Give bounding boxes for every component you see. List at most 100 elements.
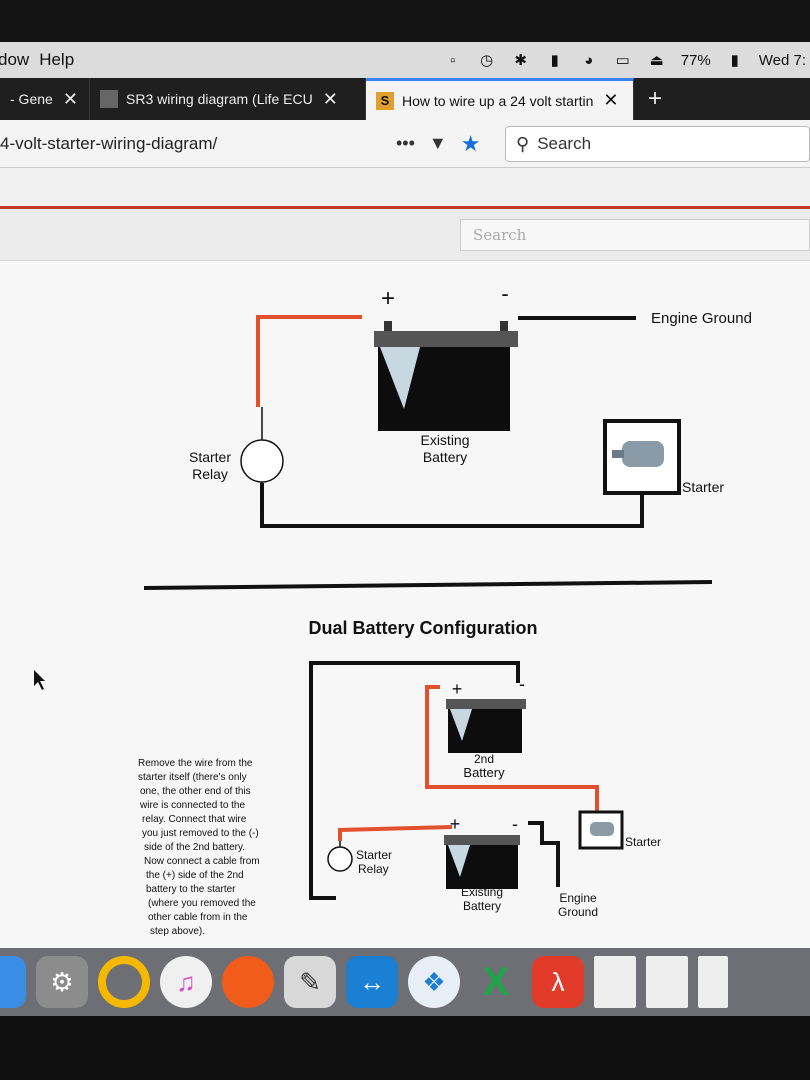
opera-icon[interactable] (98, 956, 150, 1008)
screen-bezel-top (0, 0, 810, 42)
existing2-minus-label: - (512, 814, 518, 834)
site-search-bar: Search (0, 209, 810, 261)
page-actions-icon[interactable]: ••• (396, 133, 415, 153)
ground2-label: Engine (559, 891, 597, 905)
airplay-icon[interactable]: ▭ (615, 52, 630, 69)
site-search-input[interactable]: Search (460, 219, 810, 251)
tab-sr3-wiring[interactable]: SR3 wiring diagram (Life ECU ✕ (90, 78, 366, 120)
existing-battery-label: Existing (420, 432, 469, 448)
eject-icon[interactable]: ⏏ (649, 52, 664, 69)
document-thumbnail-icon[interactable] (698, 956, 728, 1008)
close-icon[interactable]: ✕ (322, 88, 338, 109)
starter-relay-label: Starter (189, 449, 231, 465)
menu-window[interactable]: dow (0, 50, 30, 69)
existing-battery-label-2: Battery (423, 449, 467, 465)
existing-battery-icon (374, 321, 518, 431)
starter-relay-label-2: Relay (192, 466, 228, 482)
site-thumbnail-icon (100, 90, 118, 108)
excel-icon[interactable]: X (482, 959, 510, 1004)
starter-relay-symbol (240, 439, 284, 483)
time-machine-icon[interactable]: ◷ (480, 52, 494, 69)
starter-relay2-symbol (327, 846, 353, 872)
existing-ground-wire (528, 821, 560, 887)
engine-ground-label: Engine Ground (651, 310, 752, 327)
tab-title: SR3 wiring diagram (Life ECU (126, 91, 313, 107)
tab-title: How to wire up a 24 volt startin (402, 92, 594, 109)
firefox-icon[interactable] (222, 956, 274, 1008)
starter2-motor-icon (578, 810, 624, 850)
menu-help[interactable]: Help (39, 50, 75, 69)
search-placeholder: Search (537, 134, 592, 153)
existing2-label-2: Battery (463, 899, 501, 913)
dock: ⚙ ♫ ✎ ↔ ❖ X λ (0, 948, 810, 1016)
web-page: Search + - Engine Ground Existing Batter… (0, 168, 810, 948)
relay2-label: Starter (356, 848, 392, 862)
existing-battery2-icon (444, 835, 520, 889)
wifi-icon[interactable]: ◕ (584, 51, 594, 69)
image-capture-icon[interactable]: ✎ (284, 956, 336, 1008)
battery-plus-label: + (381, 285, 395, 312)
pocket-icon[interactable]: ▼ (428, 133, 447, 153)
document-thumbnail-icon[interactable] (646, 956, 688, 1008)
relay2-label-2: Relay (358, 862, 389, 876)
section-divider (143, 580, 713, 590)
teamviewer-icon[interactable]: ↔ (346, 956, 398, 1008)
clock[interactable]: Wed 7: (758, 51, 806, 69)
ground2-label-2: Ground (558, 905, 598, 919)
system-preferences-icon[interactable]: ⚙ (36, 956, 88, 1008)
navigation-toolbar: 4-volt-starter-wiring-diagram/ ••• ▼ ★ ⚲… (0, 120, 810, 168)
ground-loop-wire (309, 661, 520, 900)
bluetooth-icon[interactable]: ✱ (514, 52, 527, 69)
instruction-line: starter itself (there's only (138, 772, 247, 783)
finder-icon[interactable] (0, 956, 26, 1008)
wiring-diagram: + - Engine Ground Existing Battery Start… (34, 281, 752, 937)
battery2-plus-label: + (452, 679, 463, 699)
battery-percent: 77% (680, 51, 711, 69)
instruction-line: Remove the wire from the (138, 758, 253, 769)
safari-icon[interactable]: ❖ (408, 956, 460, 1008)
instruction-line: Now connect a cable from (144, 856, 260, 867)
instruction-line: relay. Connect that wire (142, 814, 247, 825)
status-area: ▫ ◷ ✱ ▮ ◕ ▭ ⏏ 77% ▮ Wed 7: (443, 42, 810, 78)
search-icon: ⚲ (516, 133, 530, 154)
battery2-starter-wire (425, 685, 599, 812)
browser-search-input[interactable]: ⚲ Search (505, 126, 810, 162)
mouse-cursor-icon (34, 670, 45, 690)
instruction-line: (where you removed the (148, 898, 256, 909)
relay-starter-wire (260, 483, 644, 528)
second-battery-icon (446, 699, 526, 753)
close-icon[interactable]: ✕ (603, 90, 619, 110)
section-title: Dual Battery Configuration (308, 618, 537, 638)
itunes-icon[interactable]: ♫ (160, 956, 212, 1008)
bookmark-star-icon[interactable]: ★ (460, 130, 481, 156)
battery2-label: 2nd (474, 752, 494, 766)
existing2-label: Existing (461, 885, 503, 899)
document-thumbnail-icon[interactable] (594, 956, 636, 1008)
close-icon[interactable]: ✕ (62, 88, 78, 109)
instruction-line: the (+) side of the 2nd (146, 870, 244, 881)
starter2-label: Starter (625, 835, 661, 849)
tab-24-volt-starter[interactable]: S How to wire up a 24 volt startin ✕ (366, 78, 634, 120)
instruction-line: battery to the starter (146, 884, 236, 895)
tab-title: - Gene (10, 91, 53, 107)
battery-minus-label: - (501, 281, 508, 306)
acrobat-icon[interactable]: λ (532, 956, 584, 1008)
tab-general[interactable]: - Gene ✕ (0, 78, 90, 120)
instructions-text: Remove the wire from the starter itself … (138, 758, 260, 937)
header-divider (0, 206, 810, 209)
site-header (0, 168, 810, 206)
display-icon[interactable]: ▫ (450, 51, 456, 69)
instruction-line: other cable from in the (148, 912, 248, 923)
instruction-line: side of the 2nd battery. (144, 842, 245, 853)
battery2-minus-label: - (519, 674, 525, 694)
battery-status-icon[interactable]: ▮ (550, 52, 559, 69)
relay-battery-wire (338, 825, 453, 841)
tab-bar: - Gene ✕ SR3 wiring diagram (Life ECU ✕ … (0, 78, 810, 120)
battery-icon[interactable]: ▮ (730, 52, 739, 69)
screen-bezel-bottom (0, 1016, 810, 1080)
battery2-label-2: Battery (463, 765, 505, 780)
menu-bar: dow Help ▫ ◷ ✱ ▮ ◕ ▭ ⏏ 77% ▮ Wed 7: (0, 42, 810, 78)
new-tab-button[interactable]: + (648, 85, 663, 112)
address-bar[interactable]: 4-volt-starter-wiring-diagram/ (0, 133, 218, 153)
existing2-plus-label: + (450, 814, 461, 834)
